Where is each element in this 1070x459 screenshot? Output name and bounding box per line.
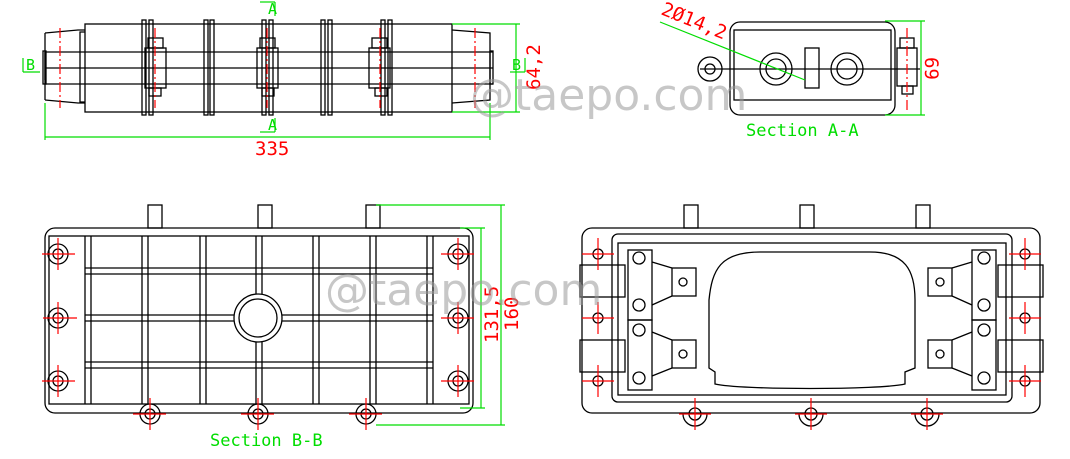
dimension-inner-height: 131,5 — [481, 286, 503, 343]
section-marker-b-right: B — [512, 56, 521, 74]
dimension-overall-length: 335 — [255, 138, 289, 160]
section-marker-a-top: A — [268, 0, 277, 18]
section-marker-a-bottom: A — [268, 116, 277, 134]
dimension-section-a-height: 69 — [920, 57, 942, 80]
watermark-middle: @taepo.com — [325, 265, 602, 316]
dimension-top-height: 64,2 — [523, 44, 545, 90]
section-b-b-view — [42, 204, 505, 430]
section-a-a-view — [659, 20, 925, 116]
section-b-b-label: Section B-B — [210, 431, 323, 451]
section-a-a-label: Section A-A — [746, 121, 859, 141]
dimension-hole-diameter: 2Ø14,2 — [658, 0, 730, 44]
top-view — [22, 1, 526, 140]
dimension-outer-height: 160 — [501, 297, 523, 331]
inside-view — [579, 204, 1044, 430]
section-marker-b-left: B — [26, 56, 35, 74]
watermark-top: @taepo.com — [470, 70, 747, 121]
